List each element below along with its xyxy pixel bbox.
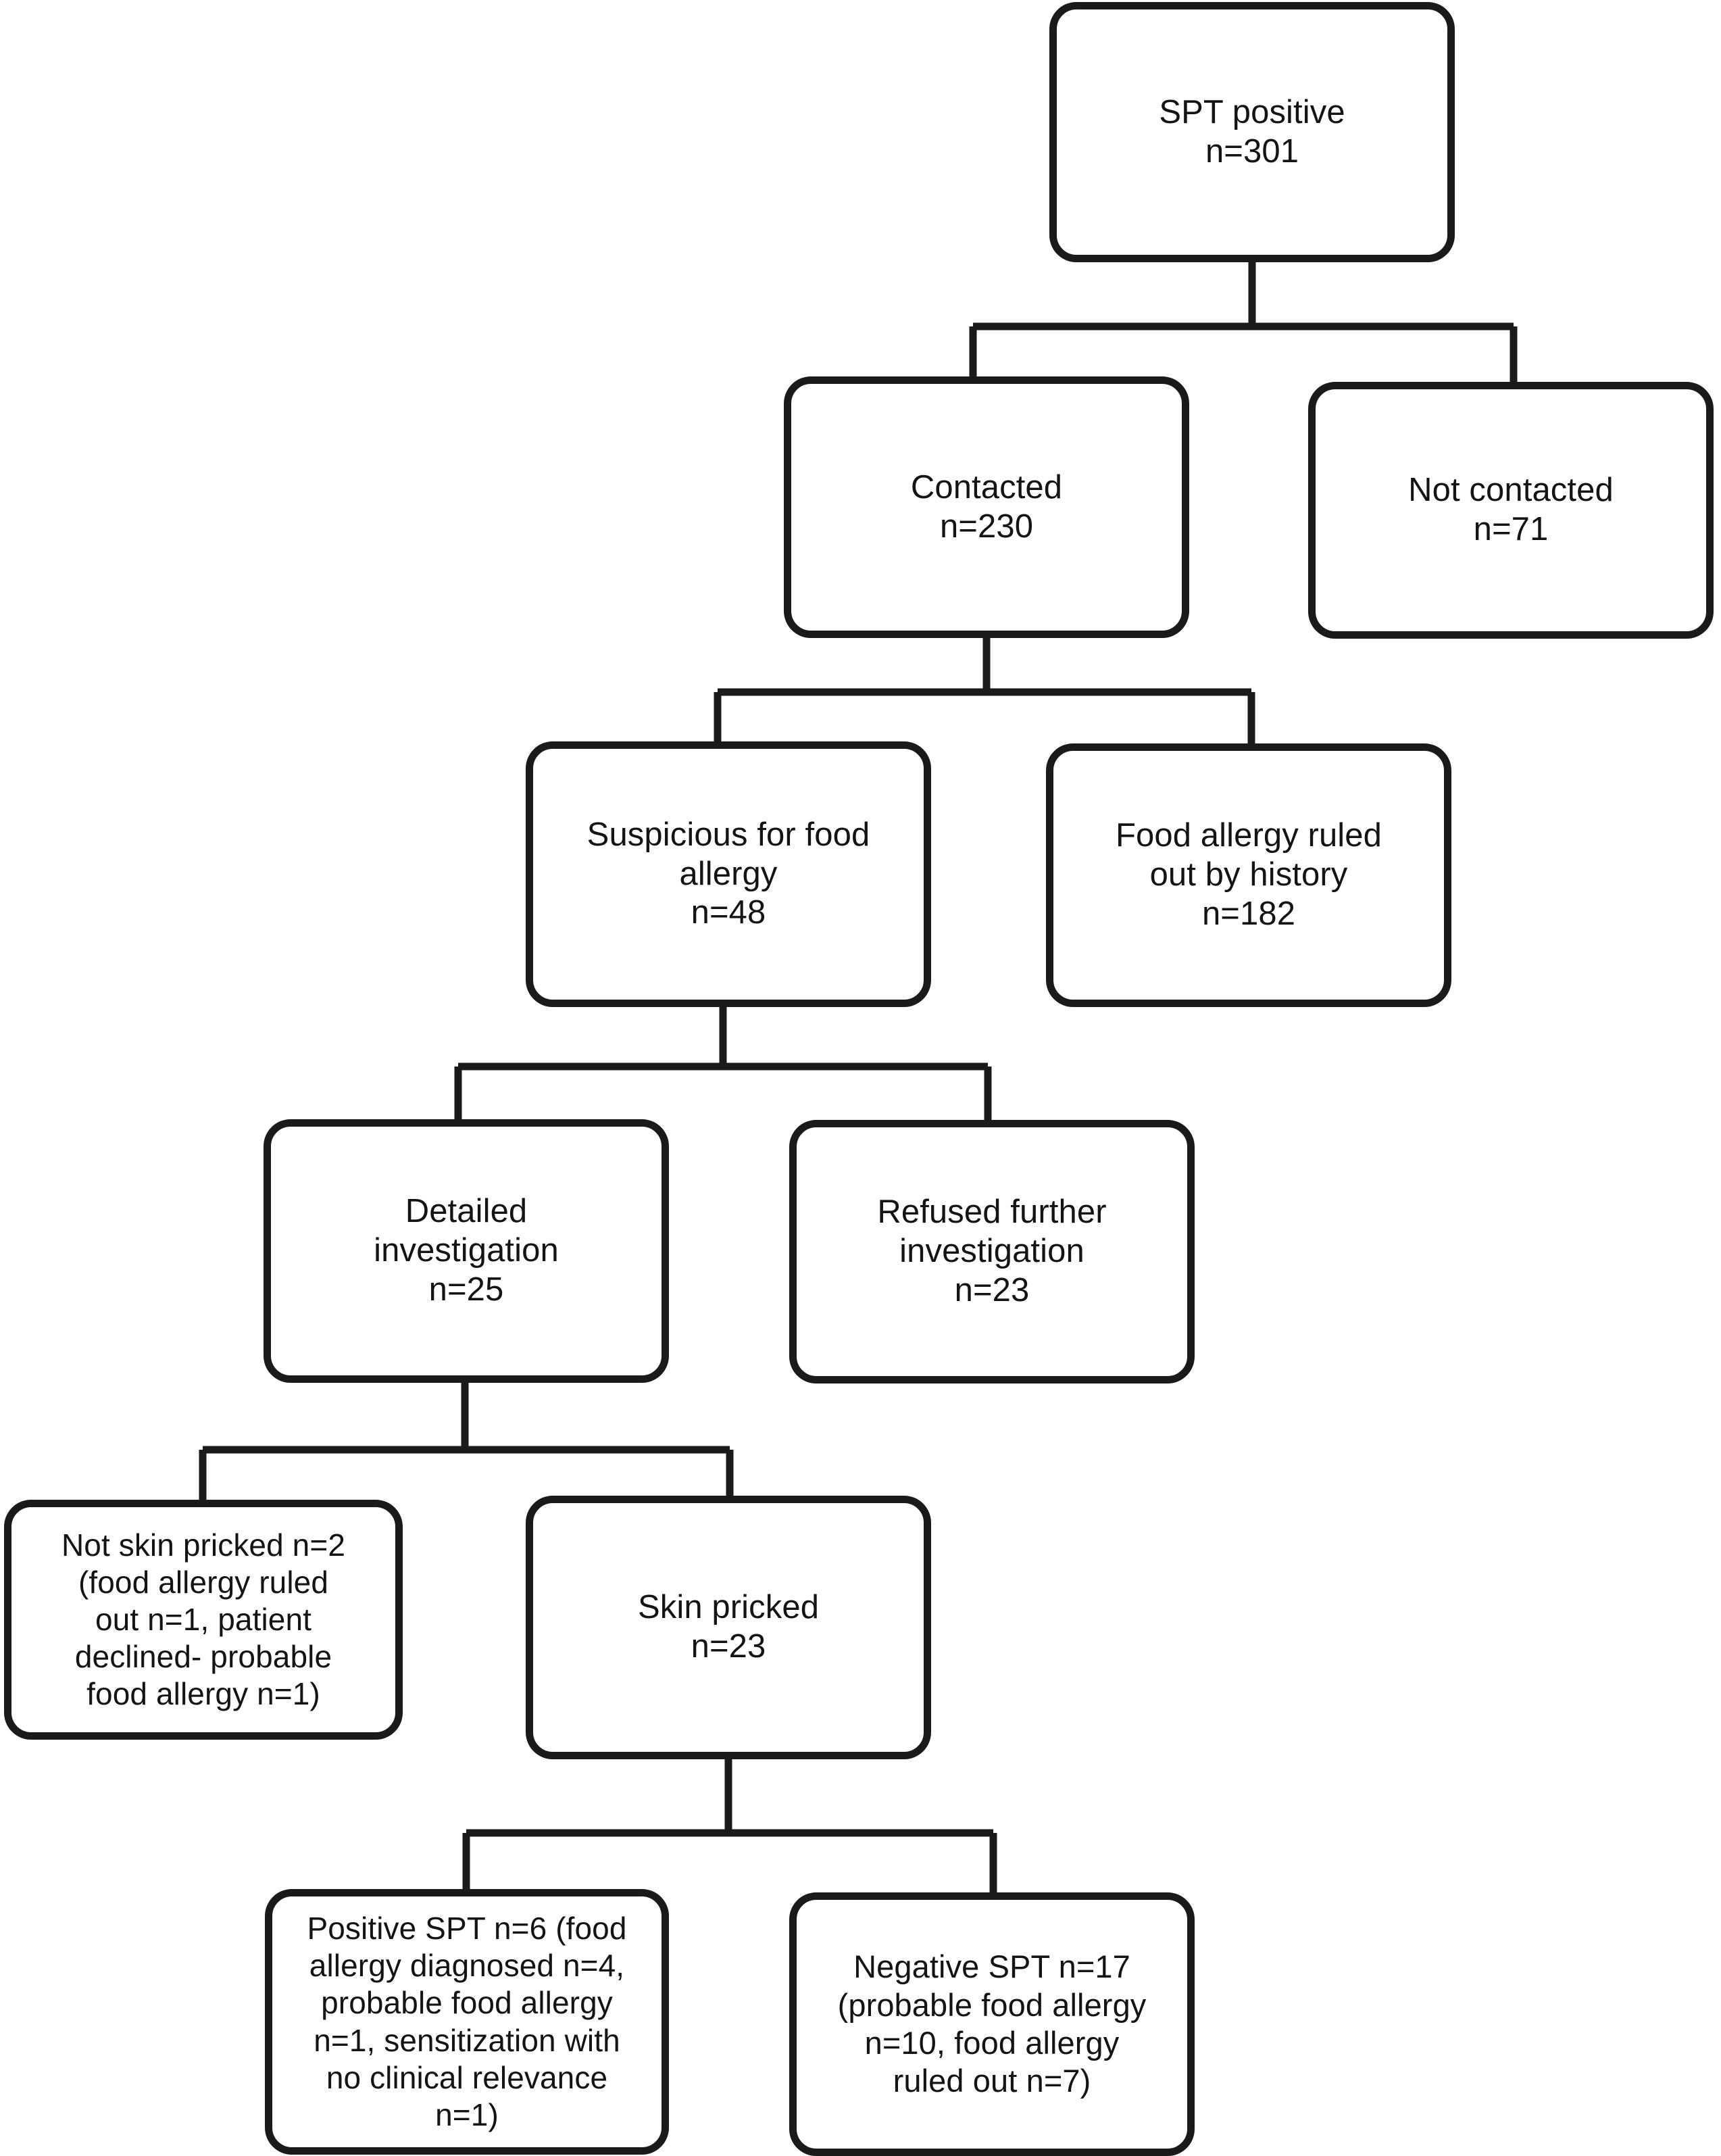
node-contacted: Contacted n=230 [784,376,1189,638]
node-positive-spt-label: Positive SPT n=6 (food allergy diagnosed… [307,1910,627,2132]
node-detailed-investigation: Detailed investigation n=25 [264,1119,669,1383]
node-refused-further-investigation: Refused further investigation n=23 [789,1120,1195,1383]
node-positive-spt: Positive SPT n=6 (food allergy diagnosed… [265,1889,669,2155]
node-ruled-out-history-label: Food allergy ruled out by history n=182 [1115,817,1382,932]
node-suspicious-label: Suspicious for food allergy n=48 [587,816,870,931]
node-not-skin-pricked: Not skin pricked n=2 (food allergy ruled… [4,1500,403,1740]
node-refused-label: Refused further investigation n=23 [877,1194,1107,1308]
node-contacted-label: Contacted n=230 [910,468,1063,545]
node-negative-spt: Negative SPT n=17 (probable food allergy… [789,1892,1195,2156]
node-skin-pricked: Skin pricked n=23 [526,1496,931,1759]
node-suspicious-for-food-allergy: Suspicious for food allergy n=48 [526,741,931,1007]
node-not-skin-pricked-label: Not skin pricked n=2 (food allergy ruled… [61,1527,346,1712]
node-negative-spt-label: Negative SPT n=17 (probable food allergy… [837,1949,1147,2099]
node-food-allergy-ruled-out-by-history: Food allergy ruled out by history n=182 [1046,743,1451,1007]
node-not-contacted: Not contacted n=71 [1308,382,1714,639]
node-not-contacted-label: Not contacted n=71 [1408,472,1614,547]
node-skin-pricked-label: Skin pricked n=23 [637,1589,820,1665]
node-spt-positive-label: SPT positive n=301 [1159,93,1345,170]
node-detailed-label: Detailed investigation n=25 [374,1193,559,1308]
node-spt-positive: SPT positive n=301 [1049,2,1455,262]
